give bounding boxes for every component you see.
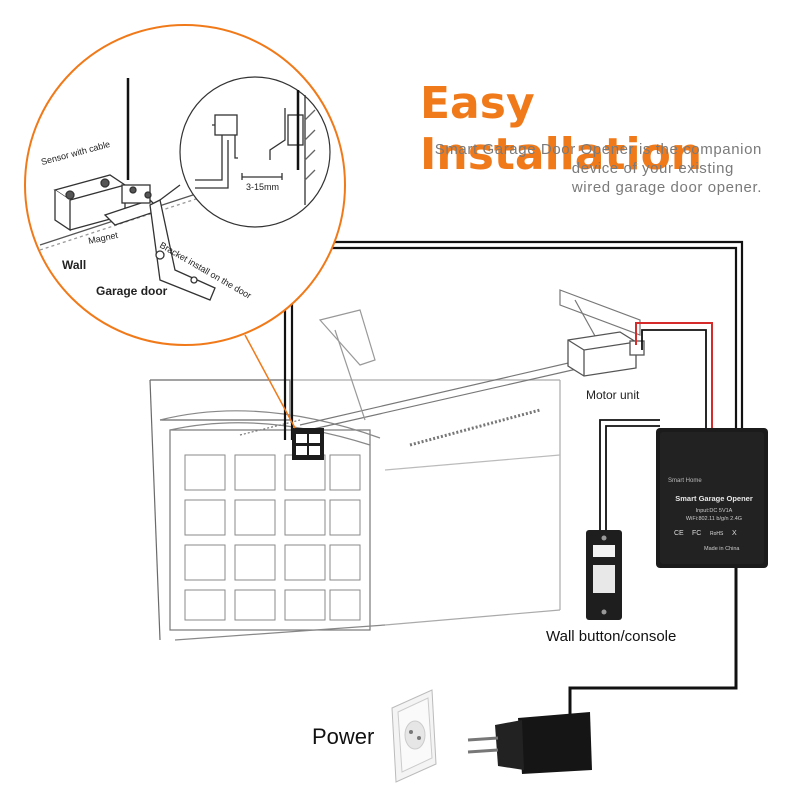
device-input: Input:DC 5V1A	[695, 508, 733, 514]
page-subtitle: Smart Garage Door Opener is the companio…	[435, 140, 762, 197]
motor-unit-label: Motor unit	[586, 388, 640, 402]
device-mark-ce: CE	[674, 530, 684, 537]
wall-label: Wall	[62, 258, 87, 272]
garage-door-label: Garage door	[96, 284, 168, 298]
device-name: Smart Garage Opener	[675, 494, 753, 503]
callout-drawing	[39, 76, 331, 301]
wall-button-drawing	[586, 530, 622, 620]
wall-button-label: Wall button/console	[546, 628, 677, 645]
subtitle-line-3: wired garage door opener.	[571, 179, 762, 196]
wiring	[283, 240, 744, 718]
wall-socket-drawing	[391, 689, 437, 783]
callout-leader	[244, 334, 296, 429]
smart-opener-device	[656, 428, 768, 568]
subtitle-line-1: Smart Garage Door Opener is the companio…	[434, 141, 762, 158]
motor-unit-drawing	[567, 331, 645, 377]
device-wifi: WiFi:802.11 b/g/n 2.4G	[685, 516, 743, 522]
door-sensor-drawing	[292, 428, 324, 460]
device-mark-weee: X	[732, 530, 737, 537]
device-mark-fc: FC	[692, 530, 702, 537]
gap-label: 3-15mm	[246, 182, 280, 192]
garage-drawing	[149, 289, 641, 641]
subtitle-line-2: device of your existing	[571, 160, 734, 177]
device-made-in: Made in China	[704, 546, 740, 552]
power-label: Power	[312, 724, 375, 749]
page-title: Easy Installation	[420, 78, 703, 180]
device-mark-rohs: RoHS	[710, 531, 724, 537]
power-adapter-drawing	[467, 712, 592, 774]
device-brand: Smart Home	[668, 478, 702, 484]
